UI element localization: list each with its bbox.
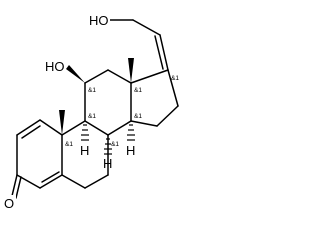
hash-bond-h9	[81, 124, 89, 141]
label-carbonyl-o: O	[4, 196, 14, 211]
bond-c13-c17	[130, 69, 169, 84]
wedge-c11-oh	[66, 65, 85, 83]
bond-c11-c12	[84, 69, 109, 84]
label-h14: H	[126, 143, 135, 158]
bond-c17-c20-inner	[154, 35, 164, 70]
bond-c14-c8	[107, 120, 132, 136]
stereo-c13: &1	[134, 87, 142, 94]
label-ho-top: HO	[89, 13, 109, 28]
bond-c3-o	[11, 174, 18, 197]
stereo-c11: &1	[88, 87, 96, 94]
bond-c17-c20	[159, 34, 169, 71]
stereo-c8: &1	[111, 141, 119, 148]
stereo-c9: &1	[88, 113, 96, 120]
stereo-c17: &1	[171, 75, 179, 82]
bond-c4-c5	[39, 174, 63, 189]
hash-bond-h8	[104, 138, 112, 155]
bond-c1-c2	[16, 119, 41, 136]
label-h8: H	[103, 156, 112, 171]
bond-c3-o-inner	[15, 176, 22, 199]
bond-c9-c8	[84, 120, 109, 136]
bond-c12-c13	[107, 69, 132, 84]
bond-c6-c5	[61, 174, 86, 189]
bond-c20-c21	[132, 19, 161, 36]
label-ho-11: HO	[45, 59, 65, 74]
bond-c10-c9	[61, 120, 86, 136]
bond-c7-c6	[84, 174, 109, 189]
bond-c1-c2-inner	[21, 125, 41, 139]
bond-c16-c15	[156, 105, 179, 127]
wedge-c10-methyl	[59, 110, 65, 135]
bond-c10-c1	[39, 119, 63, 136]
stereo-c10: &1	[65, 141, 73, 148]
hash-bond-h14	[127, 124, 135, 141]
stereo-c14: &1	[134, 113, 142, 120]
structure-diagram: HO HO O H H H &1 &1 &1 &1 &1 &1 &1	[3, 12, 179, 211]
molecule-drawing: HO HO O H H H &1 &1 &1 &1 &1 &1 &1	[3, 12, 179, 211]
bond-c4-c5-inner	[41, 171, 60, 183]
wedge-c13-methyl	[128, 58, 134, 83]
bond-c15-c14	[130, 120, 158, 127]
label-h9: H	[80, 143, 89, 158]
bond-c17-c16	[167, 69, 179, 107]
